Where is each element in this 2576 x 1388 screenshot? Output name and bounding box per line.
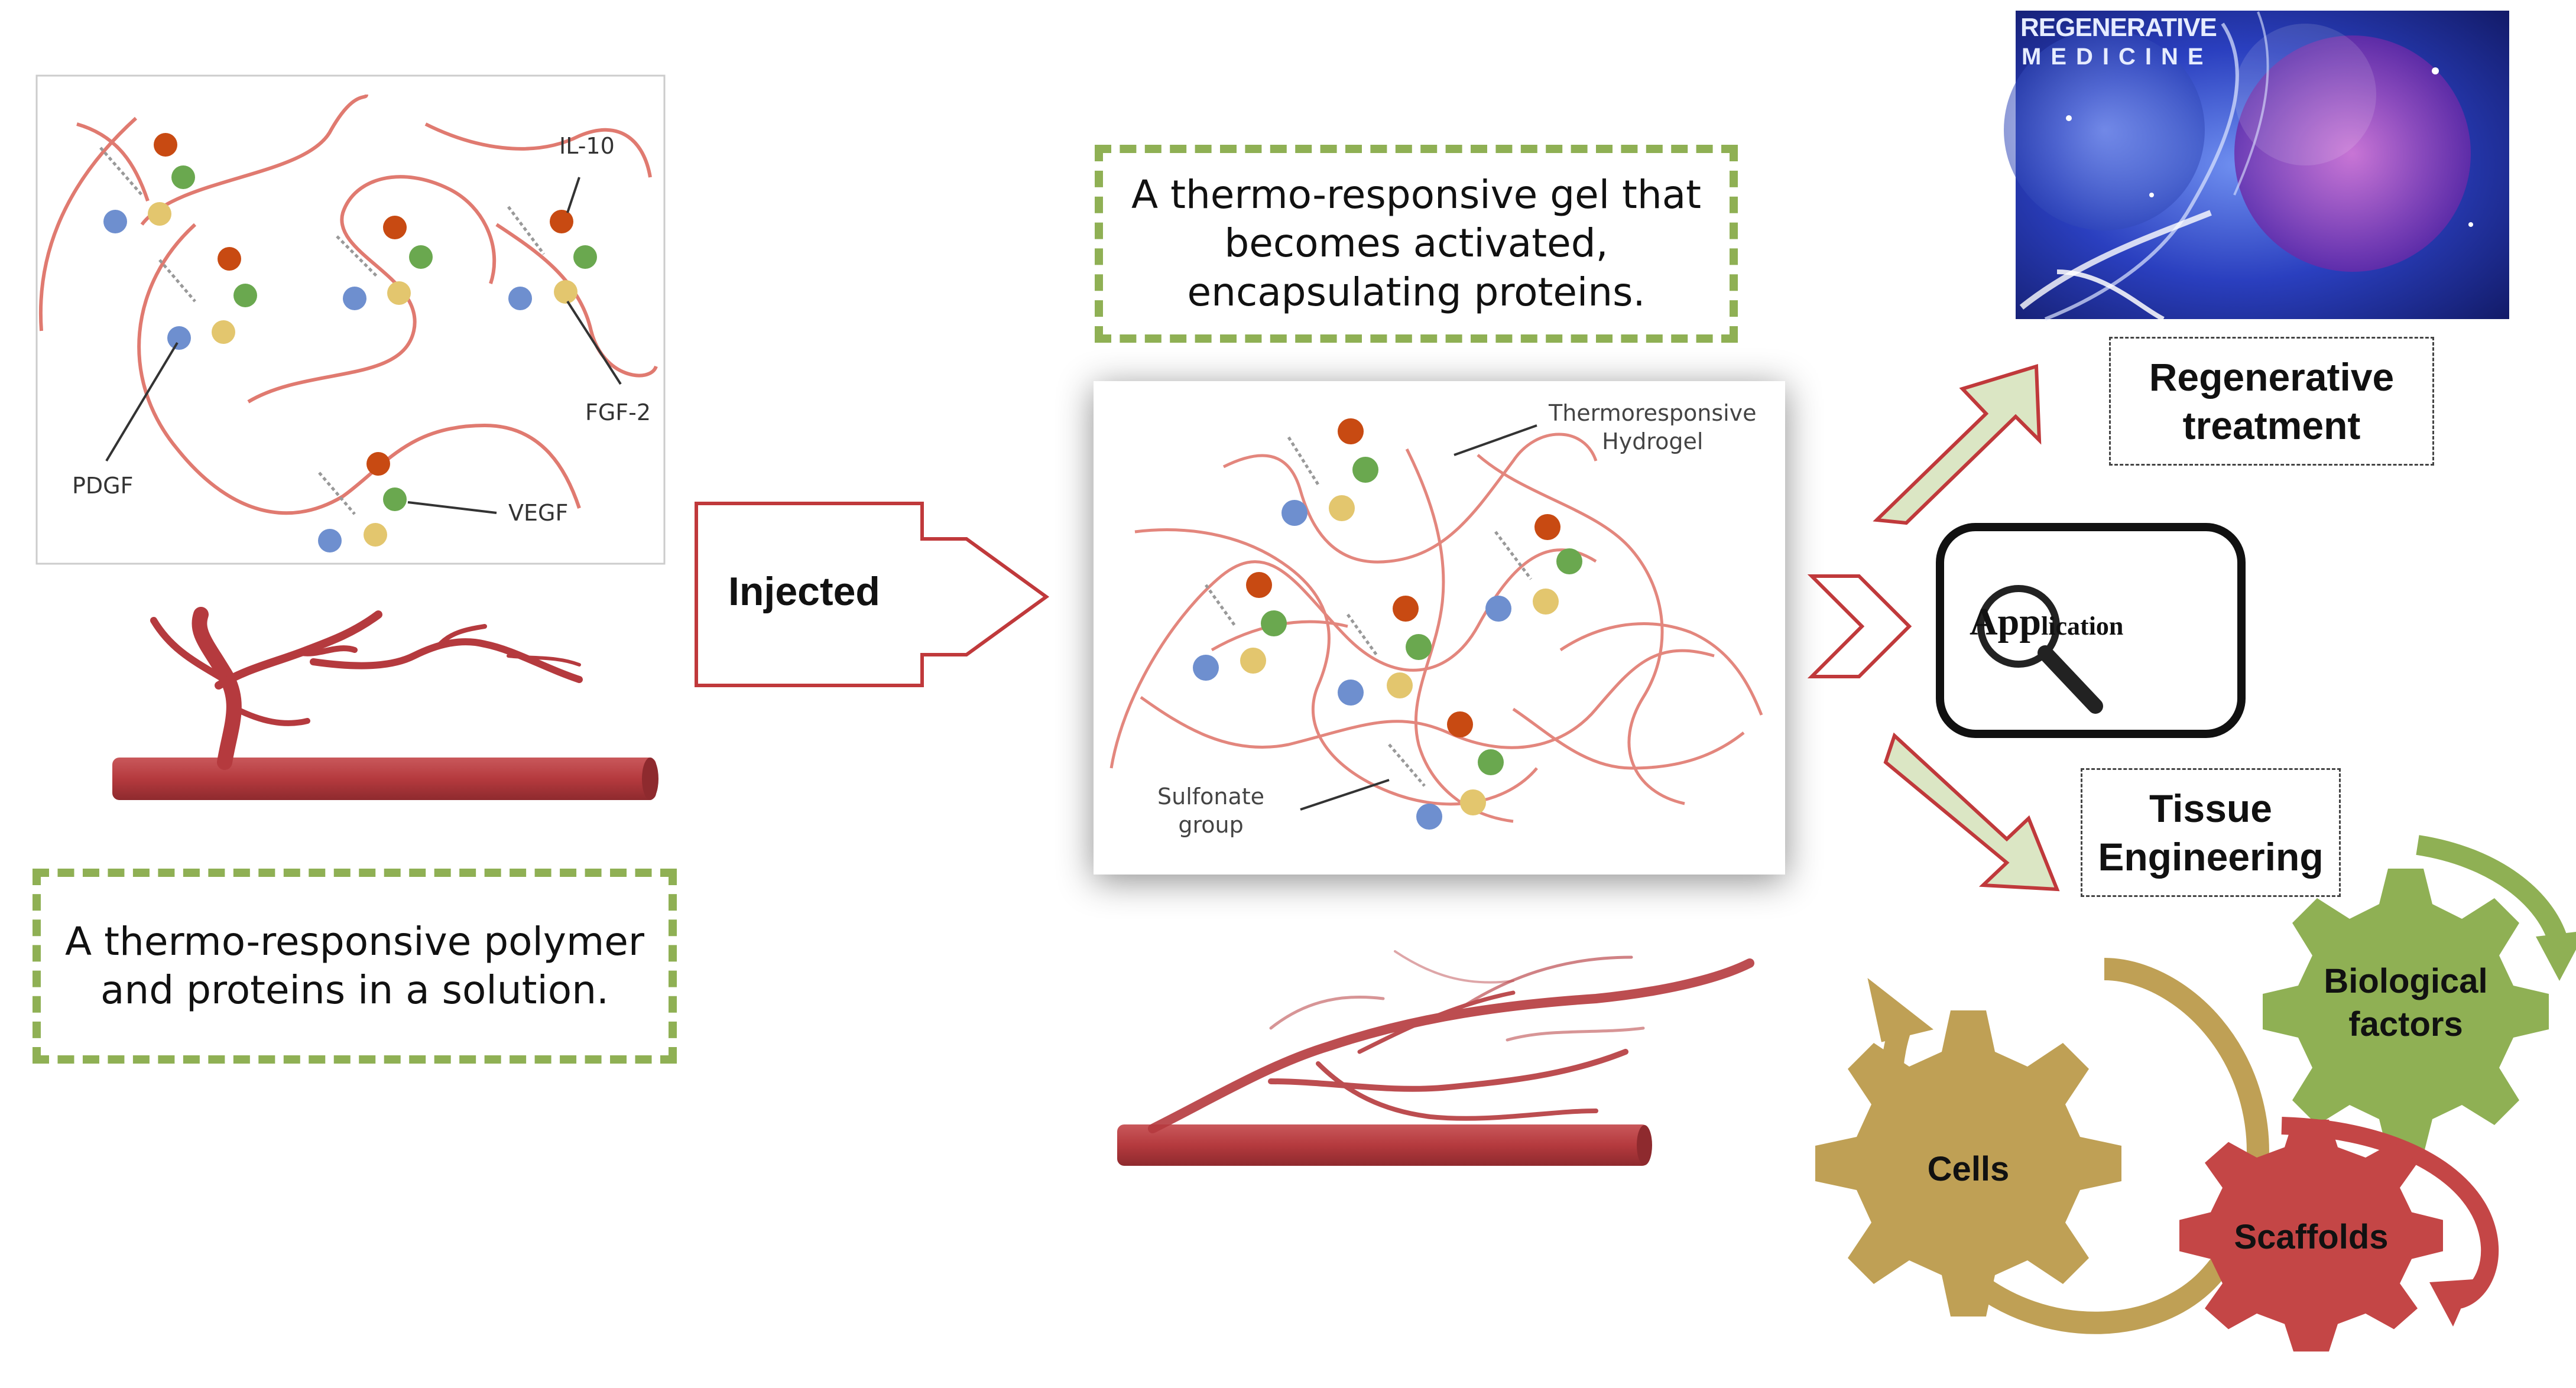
fgf2-label: FGF-2 bbox=[585, 399, 651, 425]
tissue-engineering-box: Tissue Engineering bbox=[2081, 768, 2341, 897]
biological-factors-label: Biological factors bbox=[2324, 962, 2488, 1044]
biological-factors-gear bbox=[2263, 869, 2549, 1155]
hydrogel-label: Thermoresponsive Hydrogel bbox=[1549, 400, 1757, 454]
vessel-network-image bbox=[1117, 950, 1754, 1166]
application-text: Application bbox=[1970, 600, 2123, 645]
vegf-label: VEGF bbox=[508, 500, 569, 526]
gel-caption-box: A thermo-responsive gel that becomes act… bbox=[1095, 145, 1738, 343]
banner-line2: MEDICINE bbox=[2022, 44, 2213, 70]
polymer-chains bbox=[39, 94, 658, 515]
application-big: App bbox=[1970, 600, 2042, 643]
cells-gear bbox=[1815, 1010, 2121, 1317]
protein-clusters bbox=[99, 133, 597, 552]
tissue-engineering-label: Tissue Engineering bbox=[2098, 786, 2324, 879]
scaffolds-gear bbox=[2179, 1119, 2443, 1352]
banner-line1: REGENERATIVE bbox=[2020, 13, 2217, 42]
arrow-to-tissue bbox=[1883, 732, 2060, 892]
injected-arrow bbox=[695, 502, 1050, 687]
cells-label: Cells bbox=[1927, 1150, 2010, 1188]
hydrogel-panel bbox=[1094, 381, 1785, 875]
pdgf-label: PDGF bbox=[72, 473, 134, 499]
solution-caption-box: A thermo-responsive polymer and proteins… bbox=[33, 869, 677, 1064]
arrow-to-regenerative bbox=[1873, 364, 2042, 525]
application-magnifier-image bbox=[1933, 516, 2258, 748]
scaffolds-label: Scaffolds bbox=[2234, 1218, 2389, 1256]
regenerative-treatment-box: Regenerative treatment bbox=[2109, 337, 2434, 466]
hydrogel-network bbox=[1109, 433, 1763, 823]
solution-panel bbox=[35, 74, 666, 565]
regenerative-medicine-banner bbox=[2004, 11, 2509, 321]
gel-caption: A thermo-responsive gel that becomes act… bbox=[1131, 171, 1702, 315]
injected-label: Injected bbox=[728, 569, 880, 614]
regenerative-treatment-label: Regenerative treatment bbox=[2149, 355, 2395, 448]
vessel-sprouting-image bbox=[39, 594, 669, 810]
il10-label: IL-10 bbox=[559, 133, 615, 159]
panel2-leader-lines bbox=[1300, 424, 1537, 811]
solution-caption: A thermo-responsive polymer and proteins… bbox=[65, 918, 644, 1013]
sulfonate-label: Sulfonate group bbox=[1157, 784, 1265, 838]
application-small: lication bbox=[2041, 612, 2124, 641]
panel1-leader-lines bbox=[105, 177, 622, 514]
gear-cycle bbox=[1815, 835, 2576, 1352]
hydrogel-protein-clusters bbox=[1193, 418, 1582, 830]
chevron-arrow bbox=[1807, 574, 1912, 678]
